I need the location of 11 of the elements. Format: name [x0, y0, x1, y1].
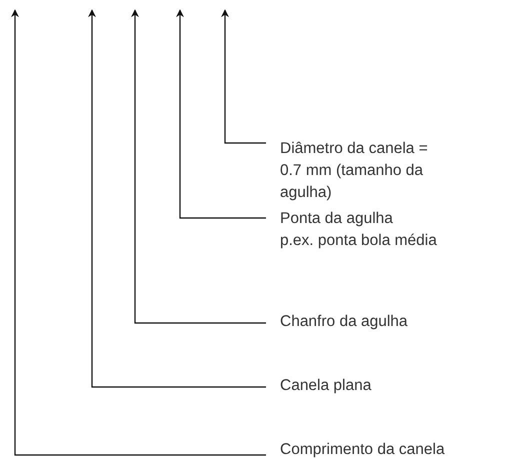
leader-line [11, 9, 266, 456]
callout-label: Canela plana [280, 376, 372, 396]
leader-line [221, 9, 266, 144]
leader-line [88, 9, 266, 388]
leader-line [131, 9, 266, 324]
callout-label: Chanfro da agulha [280, 312, 409, 332]
callout-label: p.ex. ponta bola média [280, 231, 438, 251]
callout-label: Comprimento da canela [280, 440, 446, 459]
leader-line [176, 9, 266, 219]
callout-label: Diâmetro da canela = 0.7 mm (tamanho da agulha) [280, 139, 429, 203]
callout-label: Ponta da agulha [280, 209, 394, 229]
